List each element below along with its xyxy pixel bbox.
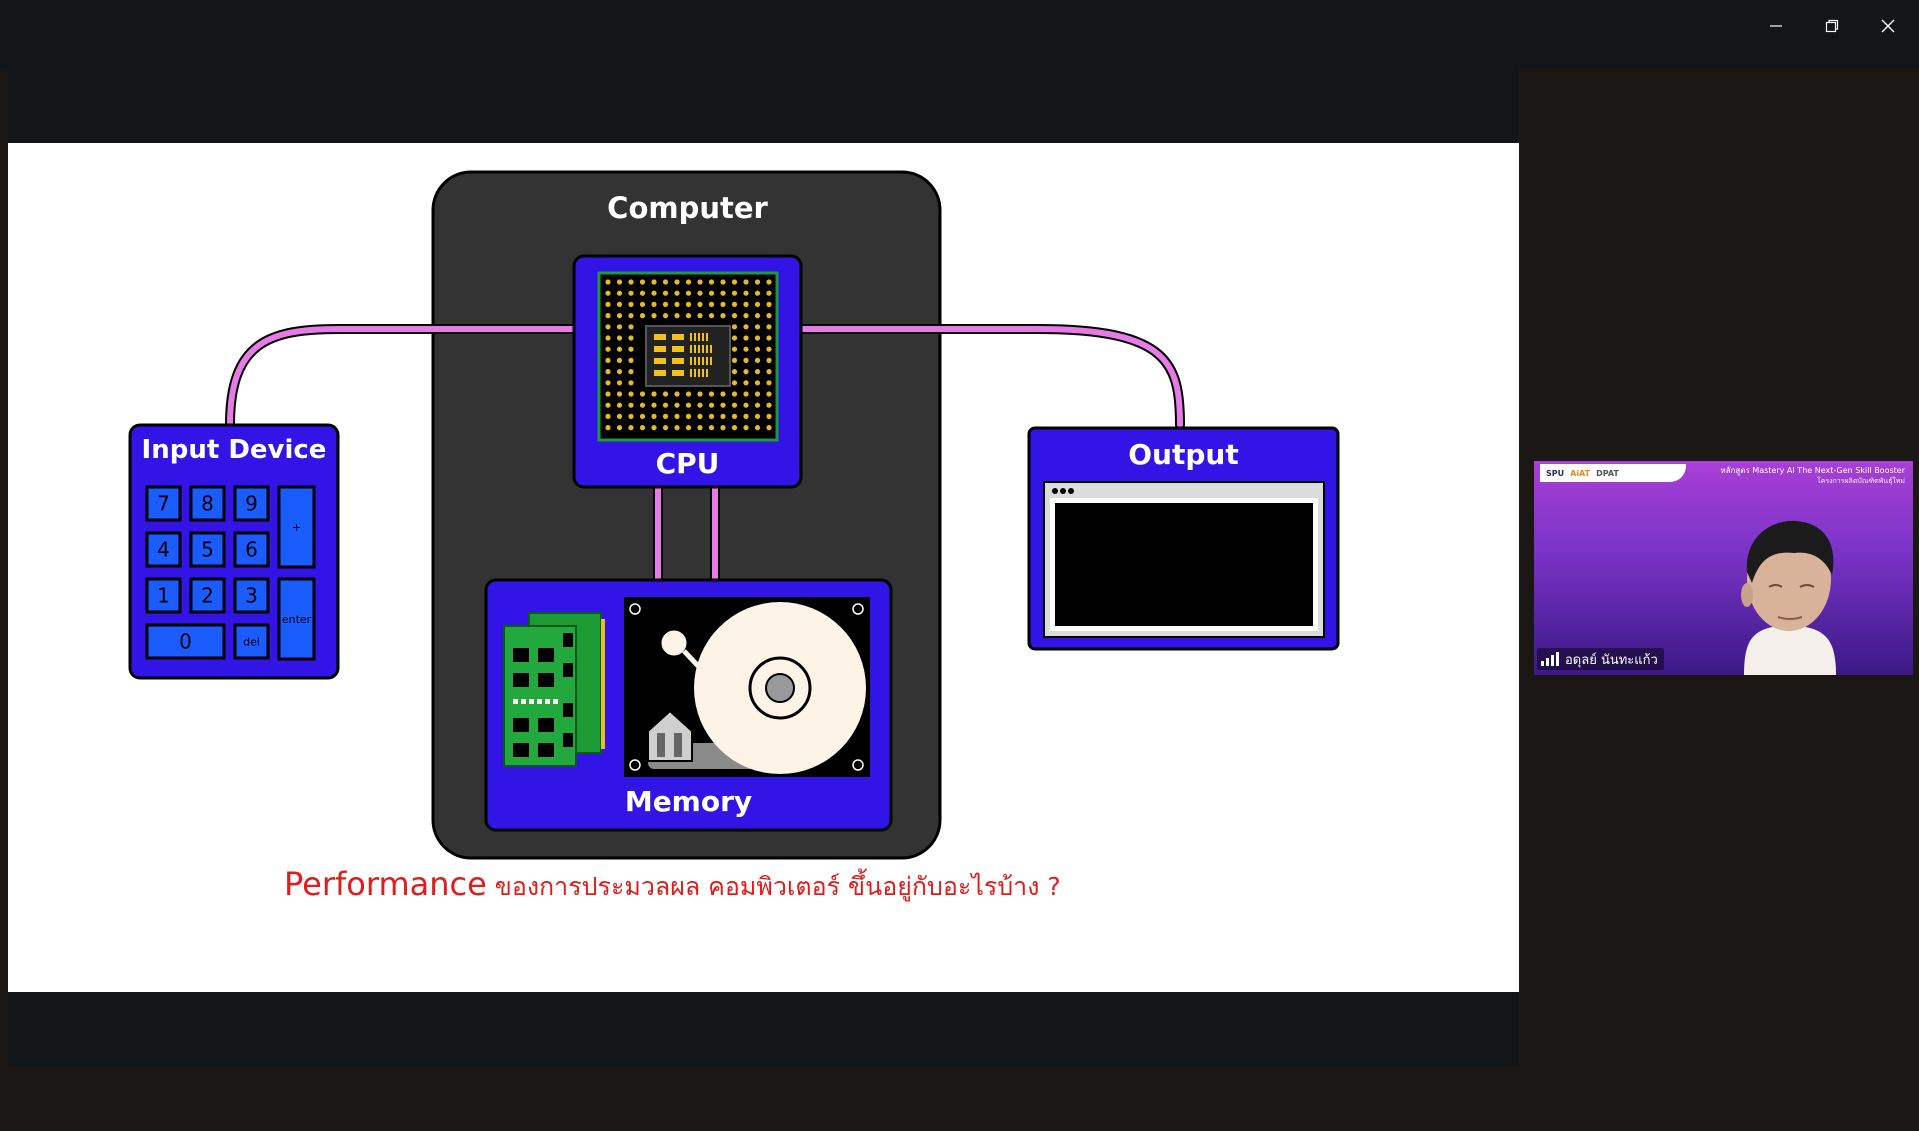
cpu-label: CPU <box>655 447 720 480</box>
key-label-0: 0 <box>179 630 192 654</box>
ram-module-icon <box>503 612 605 767</box>
minimize-icon <box>1770 25 1782 27</box>
key-label-7: 7 <box>157 492 170 516</box>
key-0 <box>145 623 226 660</box>
close-button[interactable] <box>1860 0 1916 52</box>
key-label-4: 4 <box>157 538 170 562</box>
title-bar <box>0 0 1919 68</box>
key-label-enter: enter <box>282 613 312 626</box>
keypad: 7 8 9 +4 5 6 1 2 3 enter 0 del <box>145 485 316 661</box>
key-label-+: + <box>292 521 301 534</box>
key-label-6: 6 <box>245 538 258 562</box>
key-del <box>233 623 270 660</box>
logo-dpat: DPAT <box>1596 468 1619 478</box>
input-device-label: Input Device <box>141 435 327 465</box>
restore-icon <box>1825 19 1839 33</box>
participant-video-tile[interactable]: SPU AiAT DPAT หลักสูตร Mastery AI The Ne… <box>1534 461 1913 675</box>
minimize-button[interactable] <box>1748 0 1804 52</box>
key-1 <box>145 577 182 614</box>
logo-aiat: AiAT <box>1570 468 1591 478</box>
hard-disk-icon <box>624 597 870 777</box>
key-9 <box>233 485 270 522</box>
computer-diagram: 7 8 9 +4 5 6 1 2 3 enter 0 del <box>128 170 1340 860</box>
key-label-2: 2 <box>201 584 214 608</box>
computer-label: Computer <box>607 191 768 225</box>
close-icon <box>1881 19 1895 33</box>
output-window <box>1043 481 1325 638</box>
restore-button[interactable] <box>1804 0 1860 52</box>
key-label-5: 5 <box>201 538 214 562</box>
sponsor-logos: SPU AiAT DPAT <box>1540 464 1686 482</box>
signal-icon <box>1541 652 1559 666</box>
key-label-1: 1 <box>157 584 170 608</box>
key-5 <box>189 531 226 568</box>
cpu-chip-icon <box>597 271 779 442</box>
key-label-del: del <box>243 636 260 649</box>
caption-performance: Performance <box>284 865 487 903</box>
key-label-9: 9 <box>245 492 258 516</box>
key-label-3: 3 <box>245 584 258 608</box>
key-enter <box>277 577 316 661</box>
participant-name: อดุลย์ นันทะแก้ว <box>1565 652 1658 668</box>
output-label: Output <box>1128 438 1239 471</box>
caption-question: ของการประมวลผล คอมพิวเตอร์ ขึ้นอยู่กับอะ… <box>486 872 1061 901</box>
participant-avatar <box>1741 520 1836 675</box>
key-4 <box>145 531 182 568</box>
course-title: หลักสูตร Mastery AI The Next-Gen Skill B… <box>1720 466 1905 475</box>
slide-caption: Performance ของการประมวลผล คอมพิวเตอร์ ข… <box>284 865 1061 907</box>
key-3 <box>233 577 270 614</box>
key-+ <box>277 485 316 569</box>
key-6 <box>233 531 270 568</box>
key-8 <box>189 485 226 522</box>
participant-name-tag: อดุลย์ นันทะแก้ว <box>1537 648 1664 670</box>
course-banner: หลักสูตร Mastery AI The Next-Gen Skill B… <box>1720 465 1905 487</box>
cables <box>227 326 1183 586</box>
memory-label: Memory <box>624 785 753 818</box>
key-2 <box>189 577 226 614</box>
window-dots-icon <box>1052 488 1074 494</box>
course-subtitle: โครงการผลิตบัณฑิตพันธุ์ใหม่ <box>1816 477 1905 485</box>
key-label-8: 8 <box>201 492 214 516</box>
key-7 <box>145 485 182 522</box>
logo-spu: SPU <box>1546 468 1565 478</box>
